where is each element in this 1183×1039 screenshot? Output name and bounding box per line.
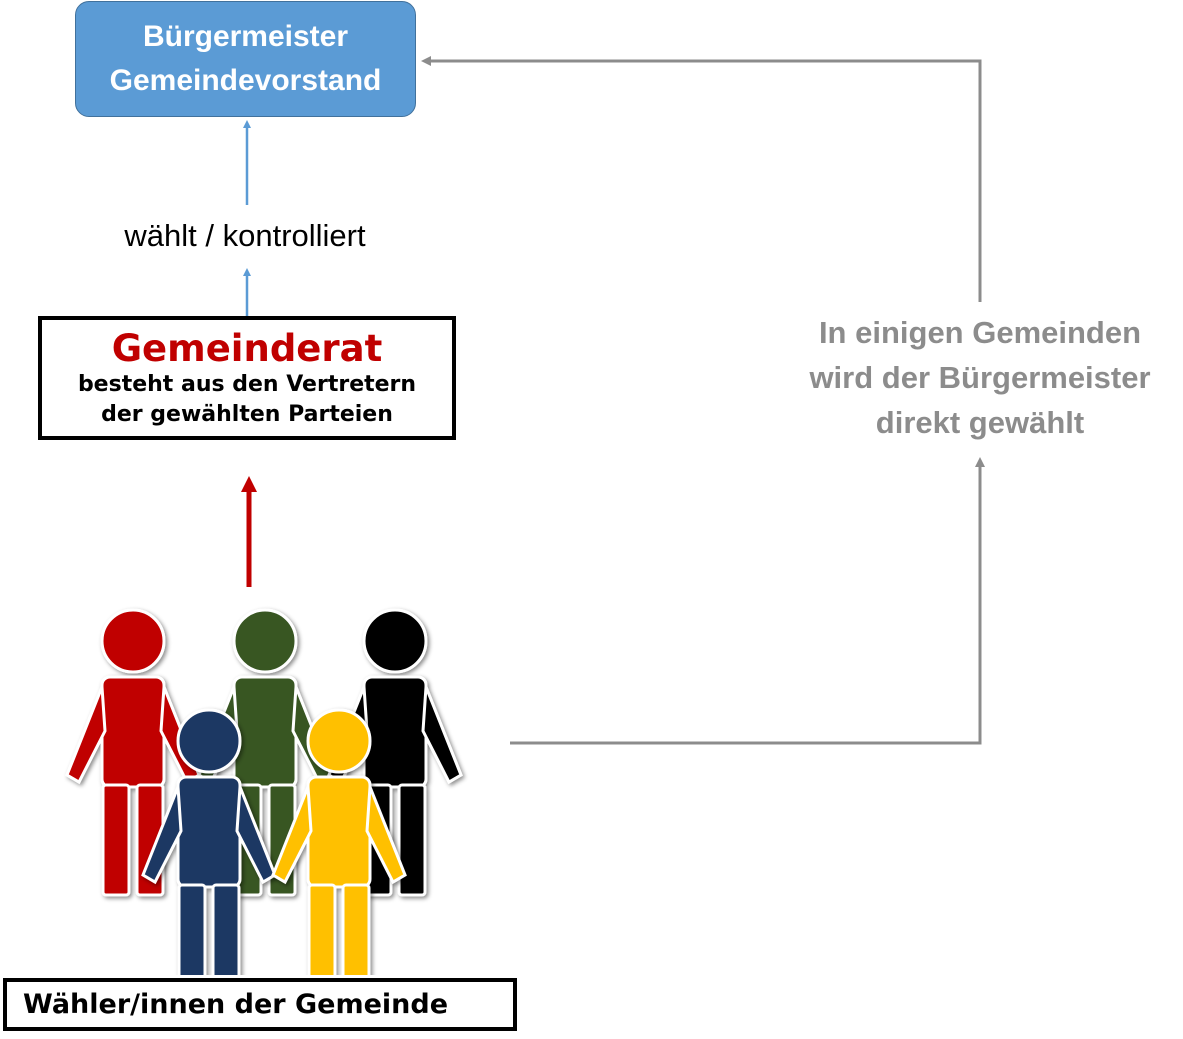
note-line3: direkt gewählt xyxy=(875,405,1085,440)
note-line2: wird der Bürgermeister xyxy=(809,360,1151,395)
voters-label: Wähler/innen der Gemeinde xyxy=(23,989,449,1020)
mayor-title: Bürgermeister xyxy=(142,20,349,53)
council-box: Gemeinderat besteht aus den Vertretern d… xyxy=(38,316,456,440)
council-title: Gemeinderat xyxy=(111,327,383,370)
arrow-voters-to-note xyxy=(510,457,985,745)
direct-election-note: In einigen Gemeinden wird der Bürgermeis… xyxy=(780,310,1180,445)
mayor-subtitle: Gemeindevorstand xyxy=(109,64,382,97)
relation-label: wählt / kontrolliert xyxy=(124,218,366,253)
voters-label-box: Wähler/innen der Gemeinde xyxy=(3,978,517,1031)
mayor-box: Bürgermeister Gemeindevorstand xyxy=(75,1,416,117)
note-line1: In einigen Gemeinden xyxy=(818,315,1142,350)
council-desc-line1: besteht aus den Vertretern xyxy=(77,372,417,397)
arrow-note-to-mayor xyxy=(421,56,982,302)
council-desc-line2: der gewählten Parteien xyxy=(101,402,393,427)
voters-group-icon xyxy=(65,608,463,975)
